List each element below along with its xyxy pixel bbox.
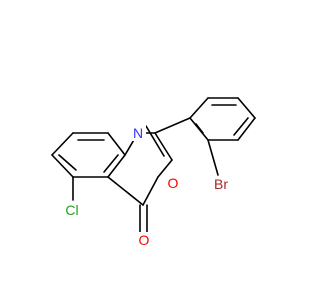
bond [157,159,173,178]
bond [103,154,119,173]
molecule-structure: N O O Br Cl [51,97,256,248]
atom-o-carbonyl: O [136,232,152,248]
atom-n: N [130,125,146,141]
bond [154,117,191,134]
bond [107,132,126,156]
atom-br: Br [210,176,232,192]
bonds [51,97,256,233]
bond [207,139,219,176]
bond [107,154,126,178]
atom-n-label: N [133,125,143,141]
atom-cl: Cl [62,202,82,218]
bond [237,117,256,141]
bond [51,154,74,178]
bond [233,117,249,136]
atom-o-ring-label: O [168,175,179,191]
bond [189,97,209,119]
atom-labels: N O O Br Cl [62,125,232,248]
bond [142,176,159,206]
atom-cl-label: Cl [65,202,78,218]
bond [145,125,165,157]
bond [107,176,144,206]
bond [154,132,173,161]
bond [58,154,77,171]
atom-o-carbonyl-label: O [139,232,150,248]
atom-o-ring: O [165,175,181,191]
bond [237,97,256,119]
atom-br-label: Br [214,176,228,192]
bond [195,123,204,134]
bond [51,132,74,156]
